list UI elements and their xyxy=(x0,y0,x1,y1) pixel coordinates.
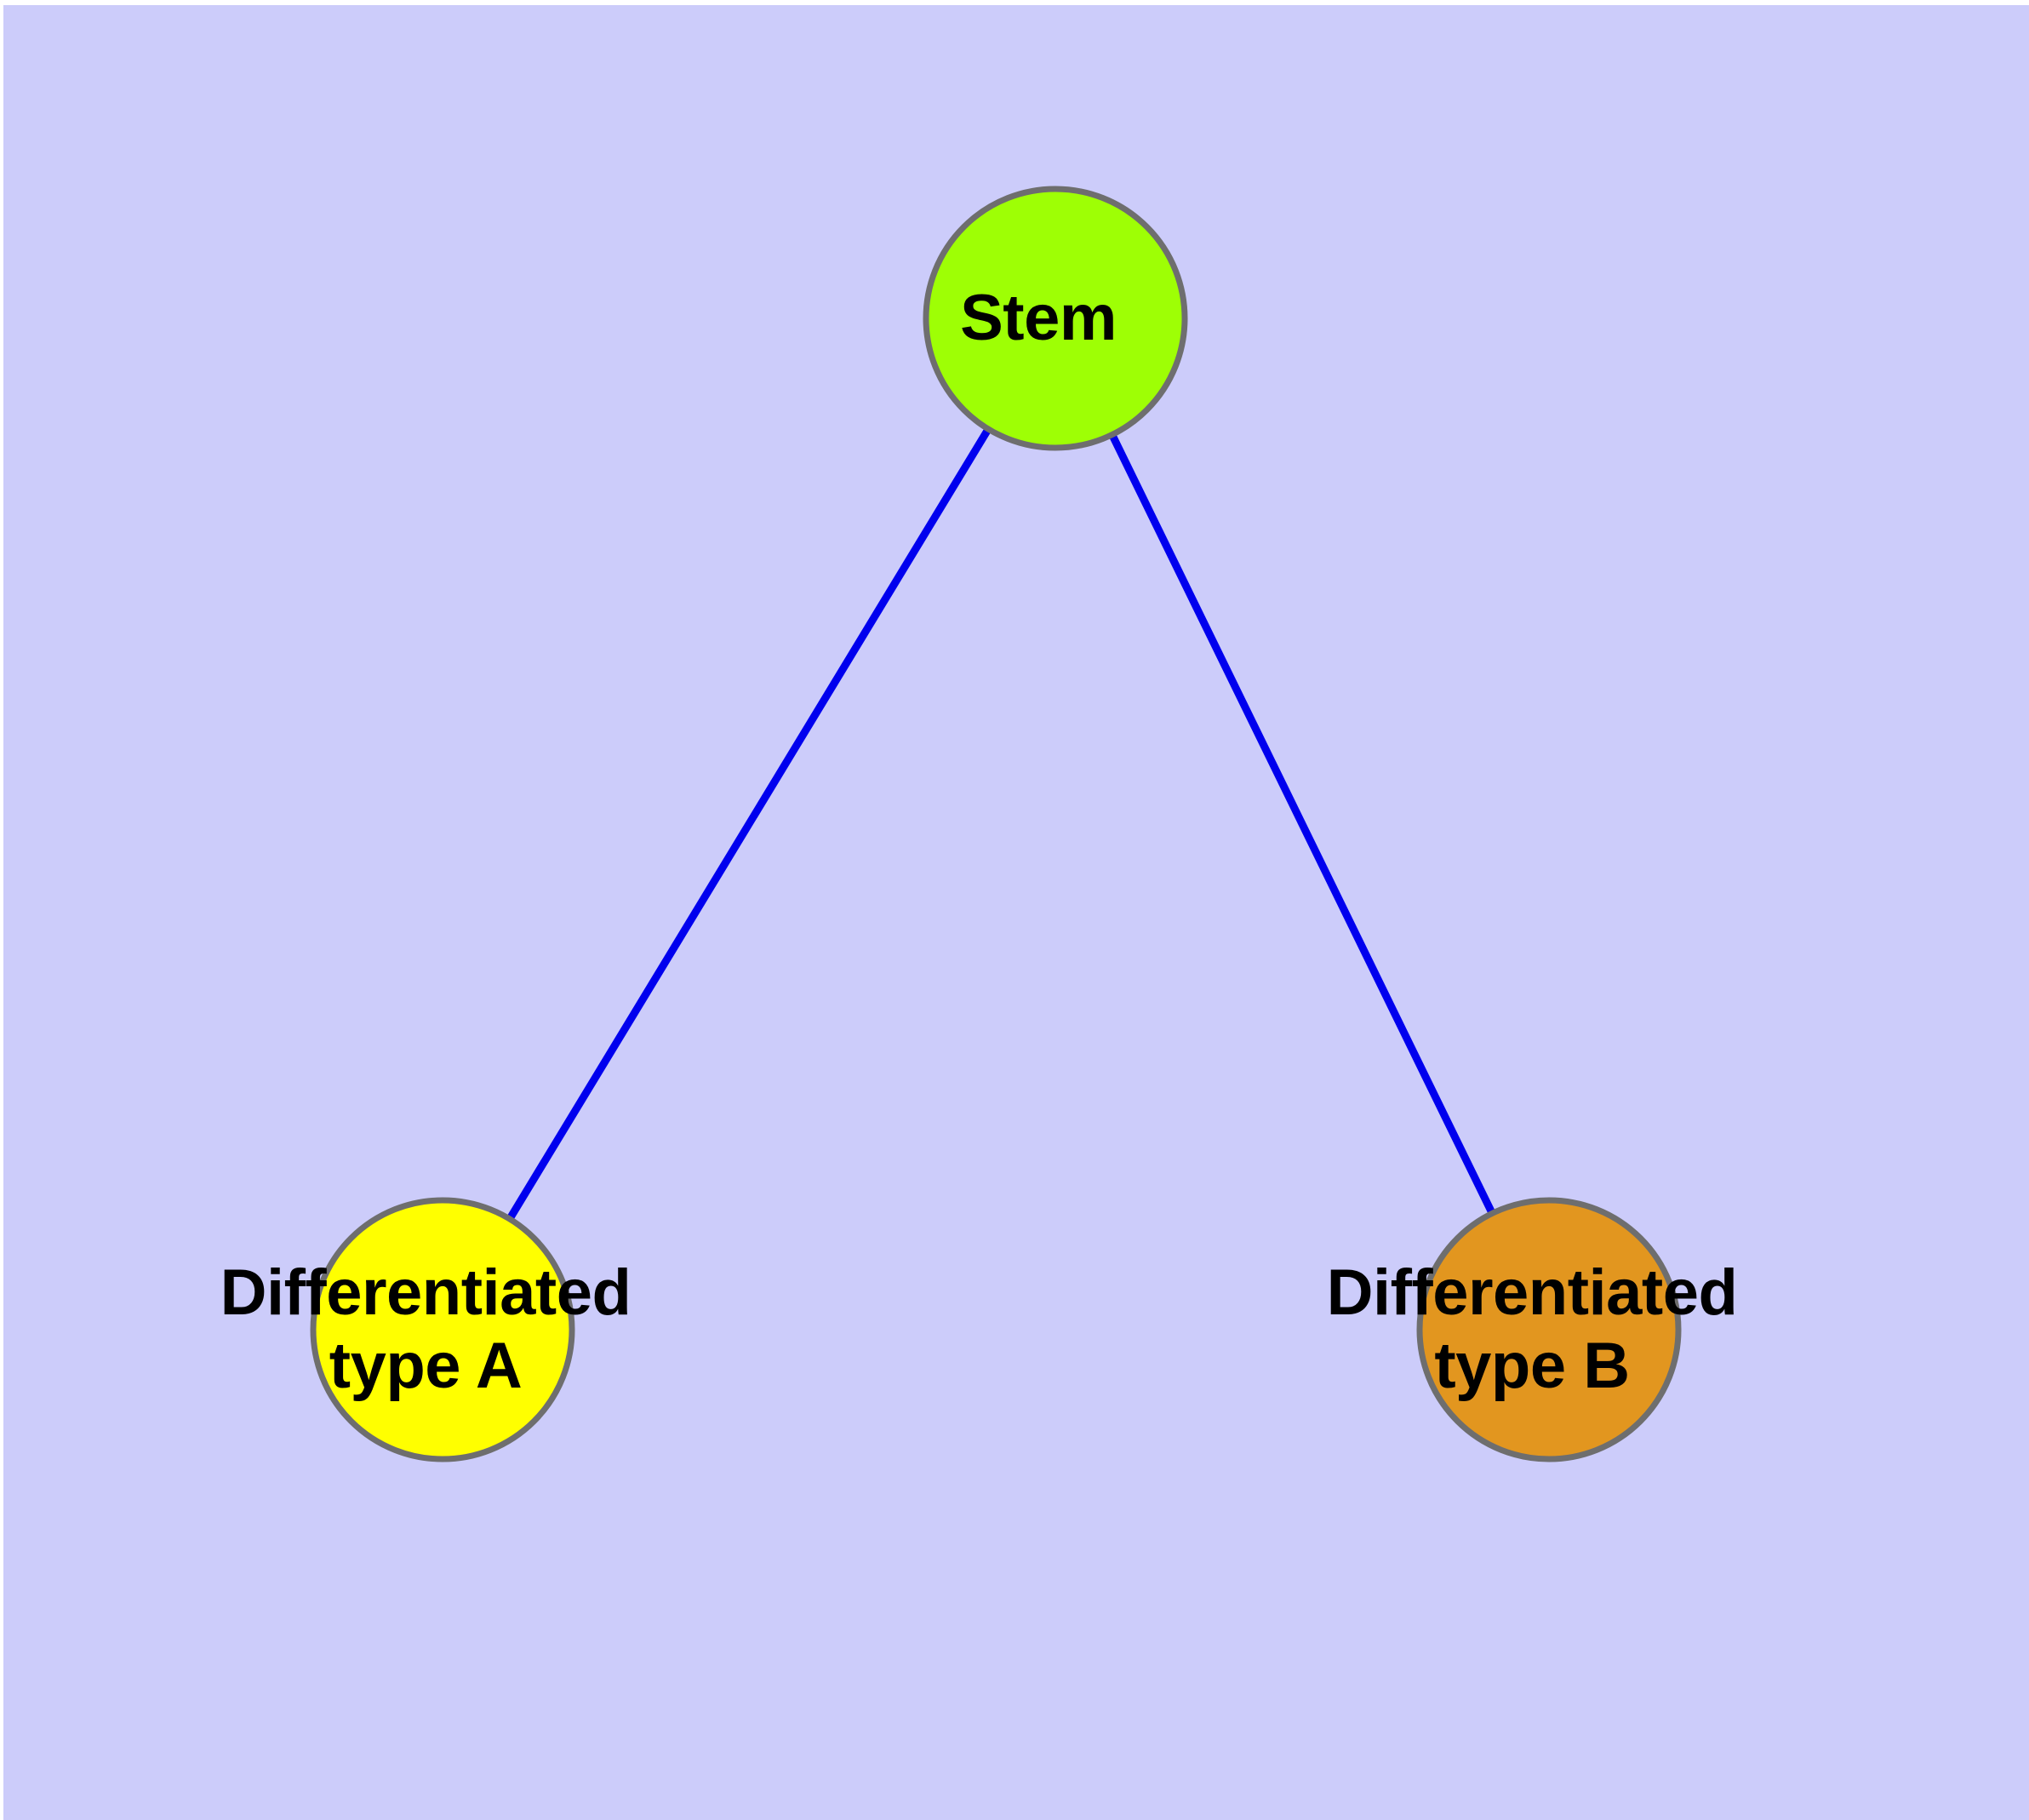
node-layer xyxy=(310,186,1682,1462)
graph-edge-stem-to-diff-b[interactable] xyxy=(1051,317,1553,1331)
edge-layer xyxy=(439,316,1553,1332)
graph-node-diff-a[interactable] xyxy=(310,1197,575,1462)
graph-edge-stem-to-diff-a[interactable] xyxy=(439,316,1059,1332)
graph-node-stem[interactable] xyxy=(923,186,1188,451)
graph-node-diff-b[interactable] xyxy=(1416,1197,1682,1462)
